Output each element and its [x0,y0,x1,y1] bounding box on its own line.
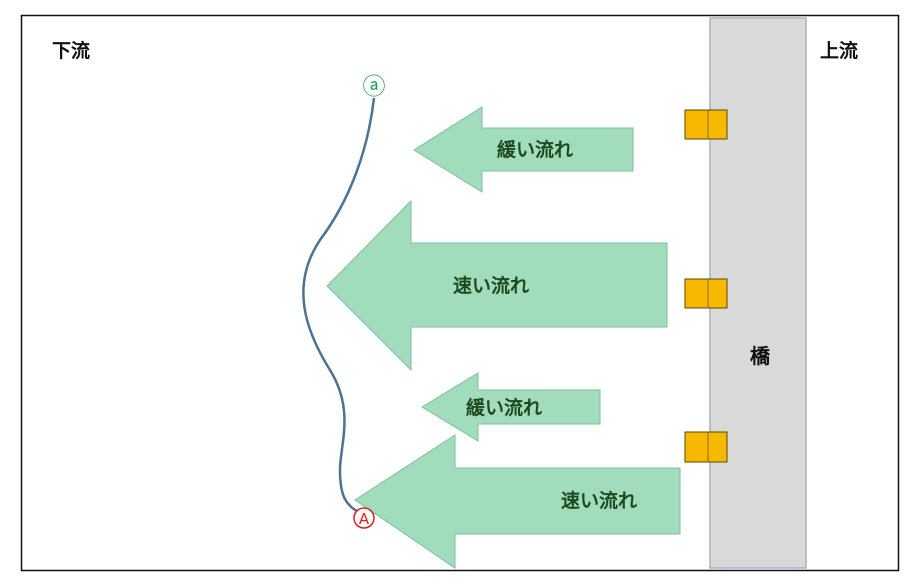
upstream-label: 上流 [820,40,859,62]
slow-flow-arrow [413,106,634,193]
fast-flow-arrow [326,199,668,372]
marker-a-lower: ⓐ [363,74,386,100]
bridge-pier [684,109,728,140]
arrow-label: 緩い流れ [497,138,573,161]
bridge-label: 橋 [750,344,771,368]
bridge-pier [684,278,728,309]
arrow-label: 速い流れ [453,274,529,297]
arrow-label: 緩い流れ [466,396,542,419]
slow-flow-arrow [421,372,601,442]
bridge-pier [684,431,728,463]
svg-text:A: A [359,510,370,528]
route-line [302,97,376,515]
downstream-label: 下流 [52,40,91,62]
marker-a-upper: A [353,507,375,529]
arrow-label: 速い流れ [561,489,637,512]
fast-flow-arrow [354,434,681,569]
